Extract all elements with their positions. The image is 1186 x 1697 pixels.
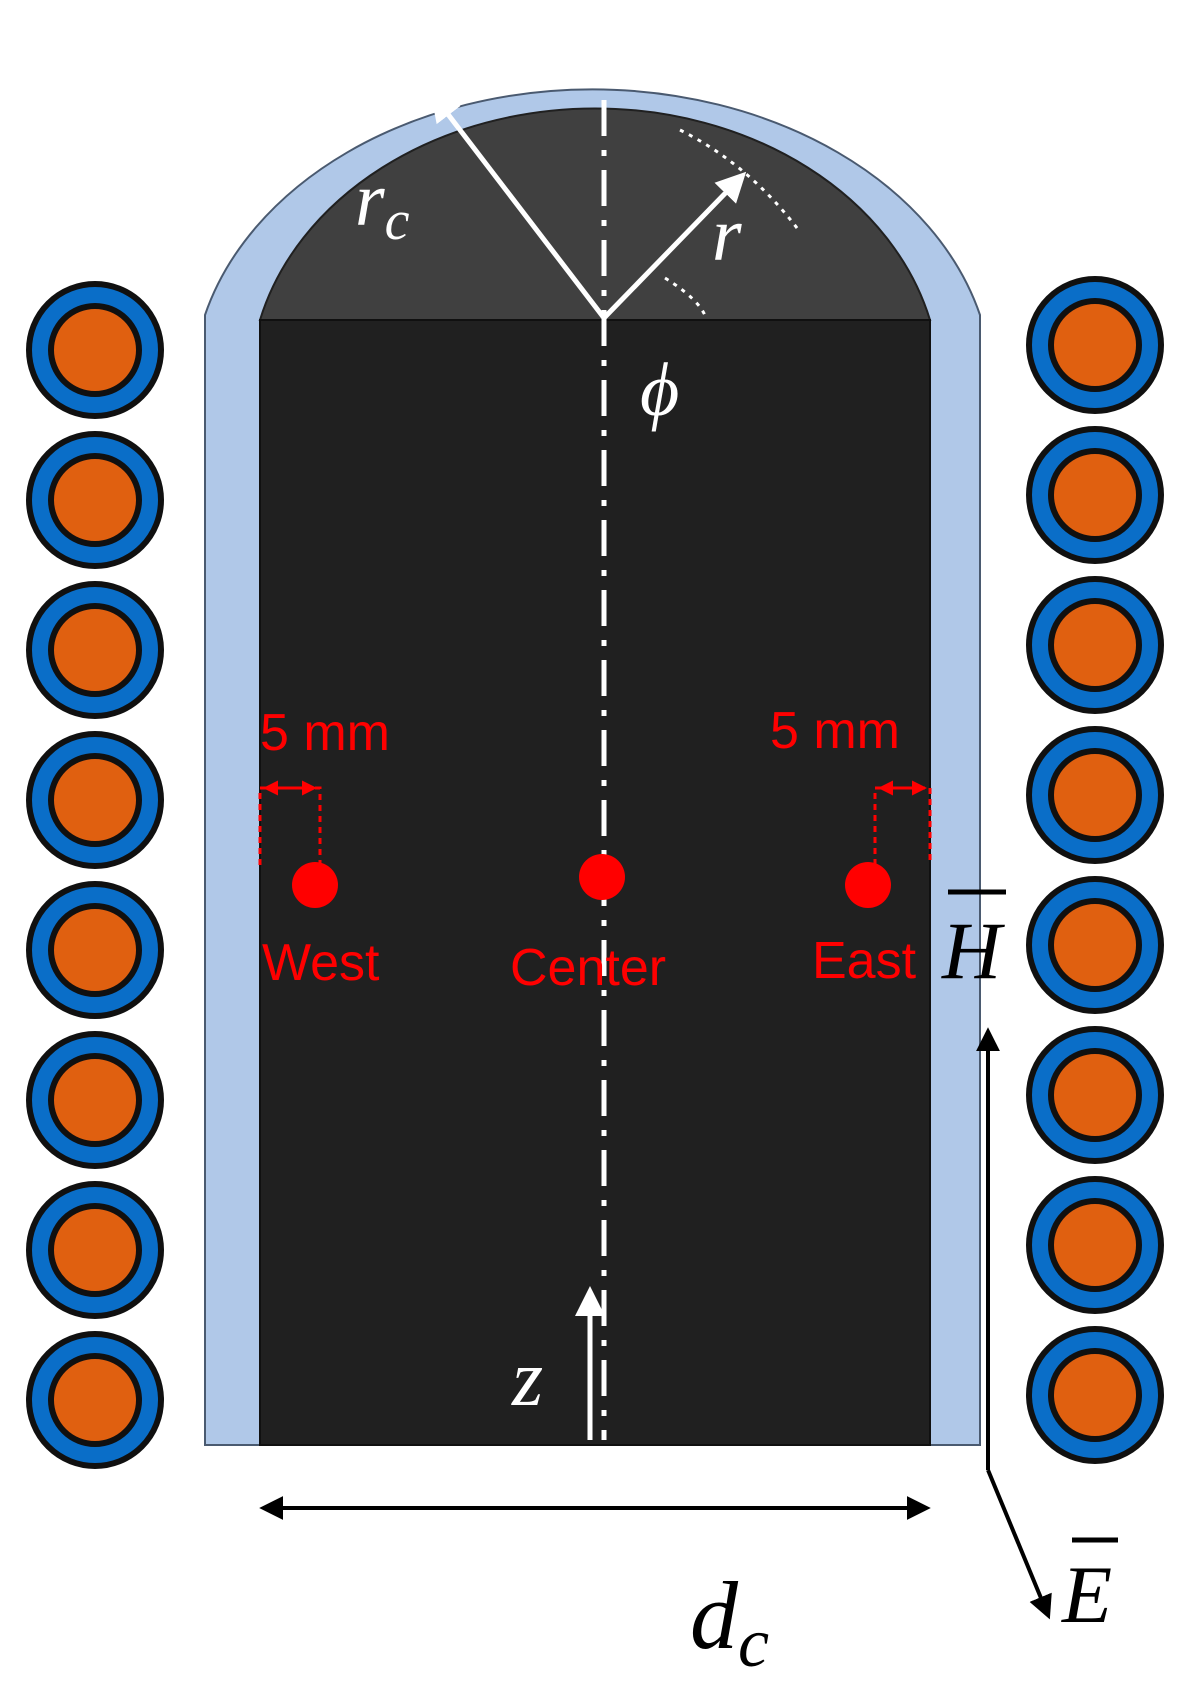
- coil-turn: [26, 881, 164, 1019]
- coil-turn: [1026, 576, 1164, 714]
- z-label: z: [511, 1335, 543, 1423]
- coil-turn: [1026, 426, 1164, 564]
- phi-label: ϕ: [640, 348, 679, 432]
- east-probe: 5 mm East: [770, 702, 932, 990]
- coil-turn: [1026, 1326, 1164, 1464]
- rc-label: rc: [355, 158, 410, 252]
- east-probe-label: East: [812, 932, 917, 990]
- coil-turn: [26, 731, 164, 869]
- r-arrow: [602, 171, 747, 320]
- west-offset-label: 5 mm: [260, 704, 390, 762]
- coil-left: [26, 281, 164, 1469]
- west-probe-dot: [292, 862, 338, 908]
- r-label: r: [712, 193, 742, 277]
- center-probe: Center: [510, 854, 666, 997]
- coil-turn: [1026, 726, 1164, 864]
- coil-turn: [26, 431, 164, 569]
- coil-turn: [1026, 1026, 1164, 1164]
- coil-turn: [26, 1331, 164, 1469]
- rc-arrow: [430, 91, 606, 320]
- east-probe-dot: [845, 862, 891, 908]
- west-offset-dim: [258, 786, 322, 865]
- coil-turn: [26, 581, 164, 719]
- h-field-text: H: [941, 905, 1005, 996]
- h-field-label: H: [941, 889, 1006, 996]
- west-probe: 5 mm West: [258, 704, 390, 992]
- center-probe-dot: [579, 854, 625, 900]
- coil-turn: [26, 1031, 164, 1169]
- coil-turn: [1026, 876, 1164, 1014]
- coil-turn: [1026, 1176, 1164, 1314]
- coil-turn: [26, 281, 164, 419]
- e-field-label: E: [1061, 1537, 1118, 1640]
- coil-turn: [26, 1181, 164, 1319]
- center-probe-label: Center: [510, 939, 666, 997]
- dc-label: dc: [690, 1562, 769, 1682]
- e-field-text: E: [1061, 1549, 1112, 1640]
- coil-right: [1026, 276, 1164, 1464]
- west-probe-label: West: [262, 934, 380, 992]
- e-field-arrow: [986, 1469, 1052, 1620]
- coil-turn: [1026, 276, 1164, 414]
- east-offset-label: 5 mm: [770, 702, 900, 760]
